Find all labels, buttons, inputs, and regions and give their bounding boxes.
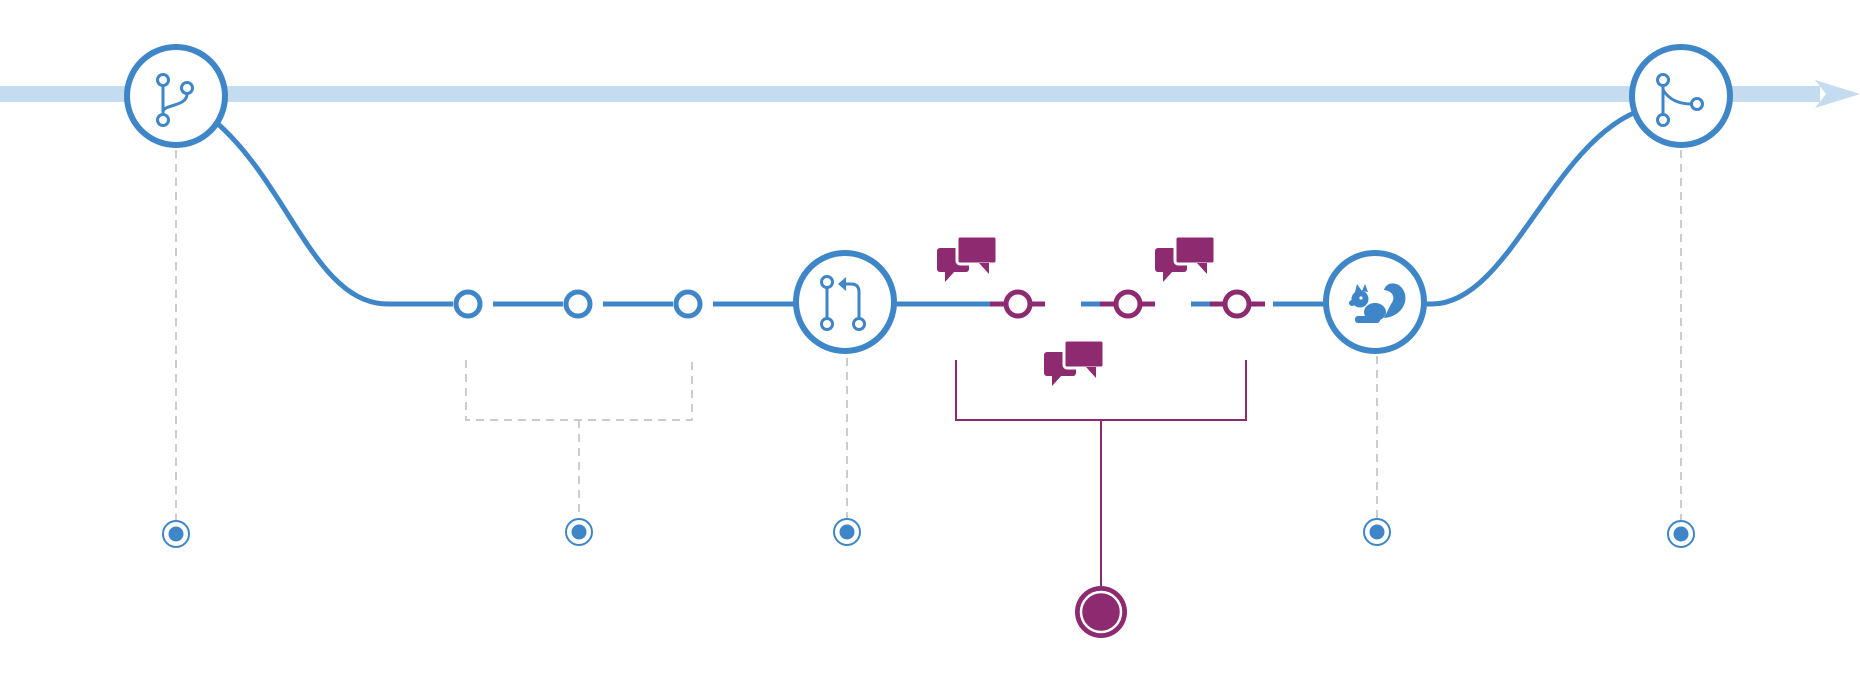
branch-icon	[156, 73, 194, 127]
pull-request-marker	[833, 518, 861, 546]
pull-request-node	[793, 250, 897, 354]
comment-bubbles-icon	[1153, 234, 1217, 284]
discussion-marker	[1075, 586, 1127, 638]
commit-dot-2	[563, 289, 603, 319]
review-dot-3	[1222, 289, 1273, 319]
merge-marker	[1667, 520, 1695, 548]
deploy-node	[1323, 250, 1427, 354]
branch-node	[124, 44, 228, 148]
commits-marker	[565, 518, 593, 546]
commit-dot-1	[453, 289, 493, 319]
main-branch-track	[0, 80, 1860, 108]
merge-node	[1629, 44, 1733, 148]
merge-icon	[1656, 73, 1704, 127]
review-dot-1	[1003, 289, 1081, 319]
review-commit-dots	[1003, 289, 1273, 319]
pull-request-icon	[820, 275, 866, 331]
review-dot-2	[1113, 289, 1191, 319]
commit-dots	[453, 289, 713, 319]
comment-bubbles-icon	[935, 234, 999, 284]
branch-marker	[162, 520, 190, 548]
deploy-marker	[1363, 518, 1391, 546]
comment-bubbles-icon	[1042, 338, 1106, 388]
feature-branch-line	[216, 109, 1637, 307]
discussion-bracket	[955, 360, 1247, 586]
guide-lines	[175, 150, 1682, 520]
commit-dot-3	[673, 289, 713, 319]
